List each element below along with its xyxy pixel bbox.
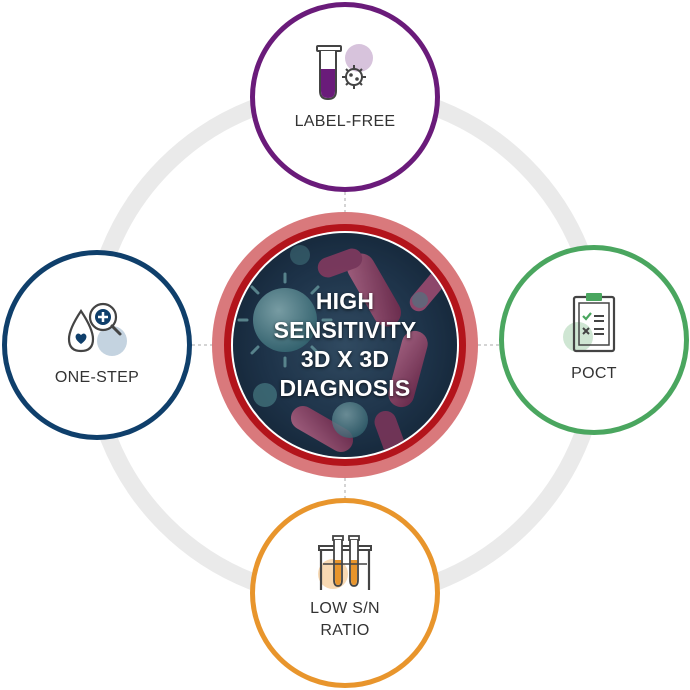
feature-label: LABEL-FREE [294,113,396,130]
feature-label: LOW S/N RATIO [310,600,380,639]
feature-label: POCT [571,365,617,382]
clipboard-checklist-icon [563,293,616,353]
feature-label: ONE-STEP [54,369,140,386]
test-tube-virus-icon [316,44,373,101]
blood-drop-magnifier-icon [67,302,127,356]
feature-node-poct: POCT [499,245,689,435]
test-tubes-rack-icon [318,535,372,590]
center-title: HIGH SENSITIVITY 3D X 3D DIAGNOSIS [273,288,417,401]
feature-node-label-free: LABEL-FREE [250,2,440,192]
feature-node-one-step: ONE-STEP [2,250,192,440]
microbe-image [233,233,457,457]
feature-node-low-sn-ratio: LOW S/N RATIO [250,498,440,688]
